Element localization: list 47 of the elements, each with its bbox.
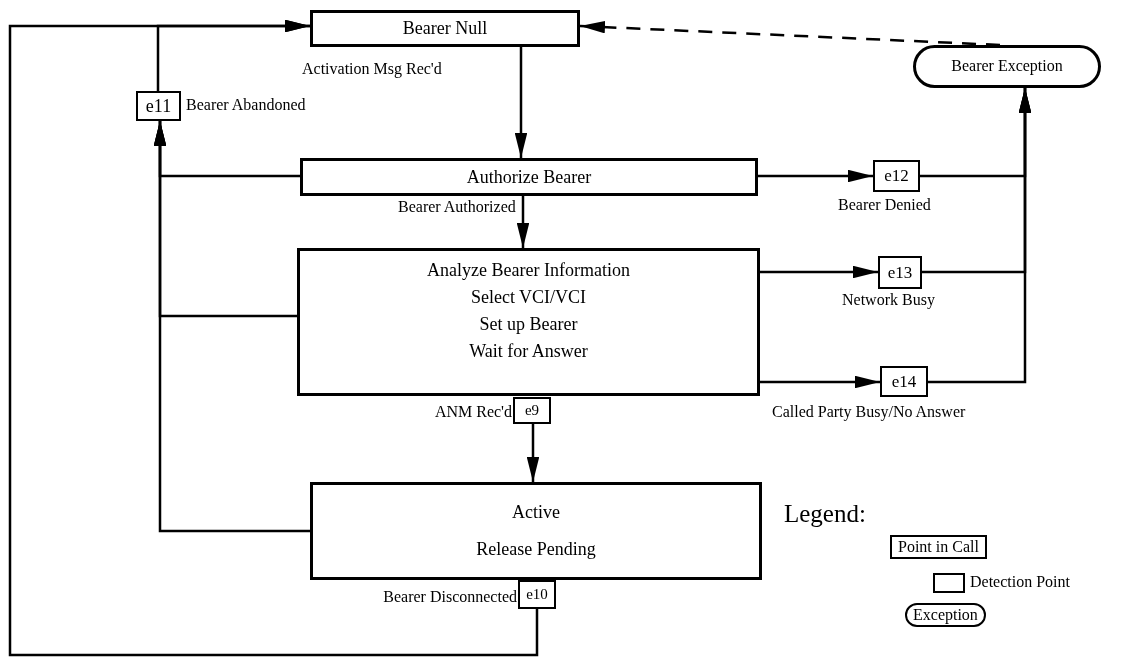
point-in-call-box — [310, 10, 580, 47]
detection-point-box — [518, 580, 556, 609]
detection-point-box — [513, 397, 551, 424]
detection-point-label: e10 — [526, 586, 548, 603]
event-label: Network Busy — [842, 291, 935, 309]
detection-point-label: e12 — [884, 167, 909, 185]
state-label: Select VCI/VCI — [470, 287, 587, 307]
arrow — [760, 375, 880, 389]
detection-point-box — [873, 160, 920, 192]
arrow — [153, 121, 310, 533]
arrow — [514, 47, 528, 158]
state-label: Bearer Null — [402, 19, 488, 38]
state-label: Bearer Exception — [951, 58, 1063, 75]
arrow — [156, 19, 310, 91]
legend-title: Legend: — [784, 500, 866, 528]
event-label: Bearer Denied — [838, 196, 931, 214]
detection-point-label: e13 — [887, 263, 913, 282]
event-label: Called Party Busy/No Answer — [772, 403, 966, 421]
arrow — [758, 169, 873, 183]
state-label: Set up Bearer — [479, 314, 578, 334]
point-in-call-box — [310, 482, 762, 580]
event-label: Bearer Disconnected — [383, 588, 517, 606]
arrow — [526, 424, 540, 482]
detection-point-label: e14 — [891, 372, 917, 391]
state-label: Wait for Answer — [469, 341, 588, 361]
state-label: Analyze Bearer Information — [427, 261, 630, 280]
arrow — [928, 88, 1032, 384]
exception-box — [913, 45, 1101, 88]
state-label: Authorize Bearer — [466, 167, 592, 187]
detection-point-label: e9 — [524, 402, 540, 419]
exception-legend-sample: Exception — [905, 603, 986, 627]
state-label: Active — [512, 503, 560, 522]
state-label: Release Pending — [476, 540, 596, 559]
detection-point-box — [878, 256, 922, 289]
arrow — [760, 265, 878, 279]
event-label: Bearer Abandoned — [186, 96, 306, 114]
legend-label: Detection Point — [970, 573, 1070, 591]
detection-point-label: e11 — [145, 96, 172, 116]
edge-label: Activation Msg Rec'd — [300, 60, 444, 78]
dashed-arrow — [579, 20, 1001, 47]
point-in-call-legend-sample: Point in Call — [890, 535, 987, 559]
point-in-call-box — [297, 248, 760, 396]
event-label: ANM Rec'd — [434, 403, 512, 421]
point-in-call-box — [300, 158, 758, 196]
detection-point-box — [880, 366, 928, 397]
detection-point-box — [136, 91, 181, 121]
arrow — [516, 196, 530, 248]
